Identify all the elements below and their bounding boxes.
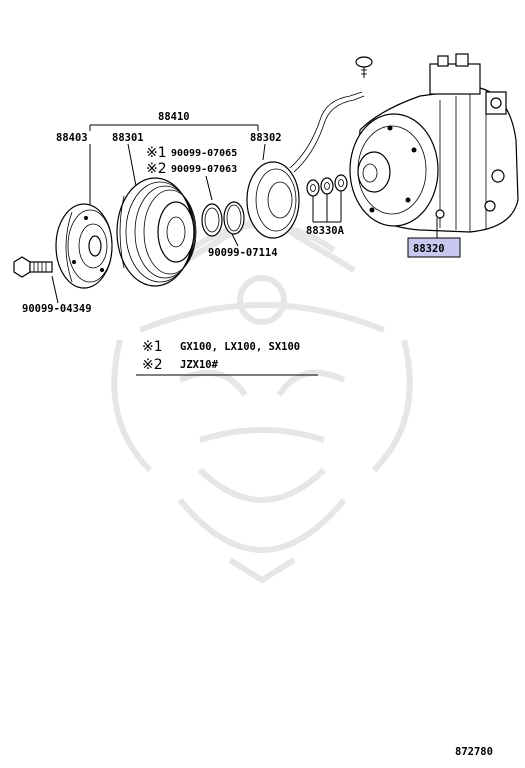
clutch-plate-part (55, 203, 113, 289)
bolt-part (13, 256, 53, 278)
label-bolt: 90099-04349 (22, 303, 92, 315)
field-coil-part (246, 91, 365, 239)
leader-snap-ring (231, 233, 239, 247)
leader-bolt (51, 275, 59, 304)
watermark-emblem (111, 211, 413, 584)
label-snap-ring: 90099-07114 (208, 247, 278, 259)
screw-part (355, 56, 373, 78)
ring-1-mark: ※1 (146, 145, 167, 161)
label-compressor: 88320 (413, 243, 445, 255)
shims-part (306, 174, 348, 197)
label-pulley: 88301 (112, 132, 144, 144)
label-ring-1: 90099-07065 (171, 148, 237, 159)
label-field-coil: 88302 (250, 132, 282, 144)
note-1-mark: ※1 (142, 339, 163, 355)
assembly-leader (89, 124, 259, 131)
leader-pulley (127, 143, 137, 187)
note-1-models: GX100, LX100, SX100 (180, 341, 300, 353)
label-ring-2: 90099-07063 (171, 164, 237, 175)
leader-ring (205, 175, 213, 201)
note-2-mark: ※2 (142, 357, 163, 373)
leader-shims (312, 191, 342, 223)
label-assembly: 88410 (158, 111, 190, 123)
ring-2-mark: ※2 (146, 161, 167, 177)
label-clutch-plate: 88403 (56, 132, 88, 144)
leader-field-coil (262, 143, 266, 161)
figure-number: 872780 (455, 746, 493, 758)
snap-ring-1-part (201, 203, 223, 237)
snap-ring-2-part (223, 201, 245, 235)
pulley-part (116, 177, 197, 287)
note-2-models: JZX10# (180, 359, 219, 371)
compressor-highlight (407, 237, 461, 258)
label-shims: 88330A (306, 225, 345, 237)
compressor-part (349, 53, 519, 233)
